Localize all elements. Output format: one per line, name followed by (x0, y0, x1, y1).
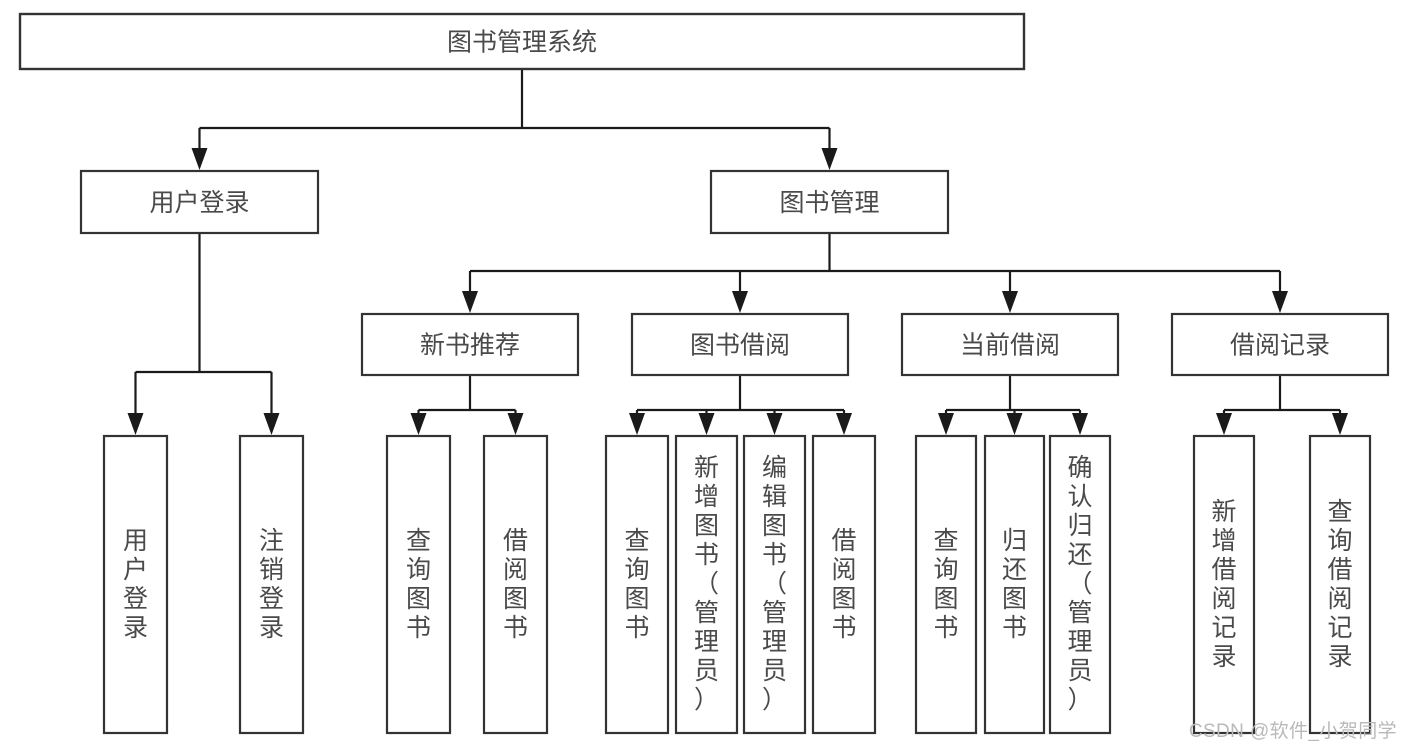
arrow-head-icon (821, 148, 838, 170)
node-leaf-borrow-book[interactable] (811, 434, 877, 735)
csdn-watermark: CSDN @软件_小贺同学 (1188, 721, 1397, 742)
arrow-head-icon (410, 413, 427, 435)
arrow-head-icon (698, 413, 715, 435)
node-leaf-user-login[interactable] (102, 434, 169, 735)
node-label-root: 图书管理系统 (447, 29, 597, 57)
node-leaf-logout[interactable] (238, 434, 305, 735)
node-leaf-return-book[interactable] (983, 434, 1046, 735)
arrow-head-icon (732, 291, 748, 313)
node-book-manage[interactable] (709, 169, 950, 235)
arrow-head-icon (938, 413, 954, 435)
node-label-user-login: 用户登录 (149, 189, 249, 217)
node-leaf-borrow-book-rec[interactable] (482, 434, 549, 735)
arrow-head-icon (1216, 413, 1232, 435)
arrow-head-icon (1002, 291, 1018, 313)
node-leaf-add-book-admin[interactable] (674, 434, 739, 735)
node-borrow-record[interactable] (1170, 312, 1390, 377)
arrow-head-icon (1006, 413, 1023, 435)
node-leaf-add-borrow-record[interactable] (1192, 434, 1256, 735)
boxes-layer (18, 12, 1390, 735)
node-book-borrow[interactable] (630, 312, 850, 377)
arrow-head-icon (1272, 291, 1288, 313)
node-leaf-query-book-rec[interactable] (385, 434, 452, 735)
arrow-head-icon (191, 148, 208, 170)
node-root-system[interactable] (18, 12, 1026, 71)
node-leaf-edit-book-admin[interactable] (742, 434, 807, 735)
node-new-book-recommend[interactable] (360, 312, 580, 377)
node-label-borrow-record: 借阅记录 (1230, 332, 1330, 360)
node-label-new-book-recommend: 新书推荐 (420, 332, 520, 360)
arrow-head-icon (1072, 413, 1088, 435)
connectors-layer (127, 69, 1348, 435)
arrow-head-icon (1332, 413, 1348, 435)
arrow-head-icon (766, 413, 783, 435)
node-leaf-confirm-return-admin[interactable] (1048, 434, 1112, 735)
node-leaf-query-book-borrow[interactable] (604, 434, 670, 735)
node-current-borrow[interactable] (900, 312, 1120, 377)
arrow-head-icon (127, 413, 144, 435)
arrow-head-icon (507, 413, 524, 435)
arrow-head-icon (462, 291, 478, 313)
node-label-book-manage: 图书管理 (779, 189, 879, 217)
node-user-login[interactable] (79, 169, 320, 235)
node-leaf-query-borrow-record[interactable] (1308, 434, 1372, 735)
node-label-book-borrow: 图书借阅 (690, 332, 790, 360)
arrow-head-icon (263, 413, 280, 435)
arrow-head-icon (629, 413, 645, 435)
node-leaf-query-book-current[interactable] (914, 434, 978, 735)
node-label-current-borrow: 当前借阅 (960, 332, 1060, 360)
arrow-head-icon (836, 413, 852, 435)
